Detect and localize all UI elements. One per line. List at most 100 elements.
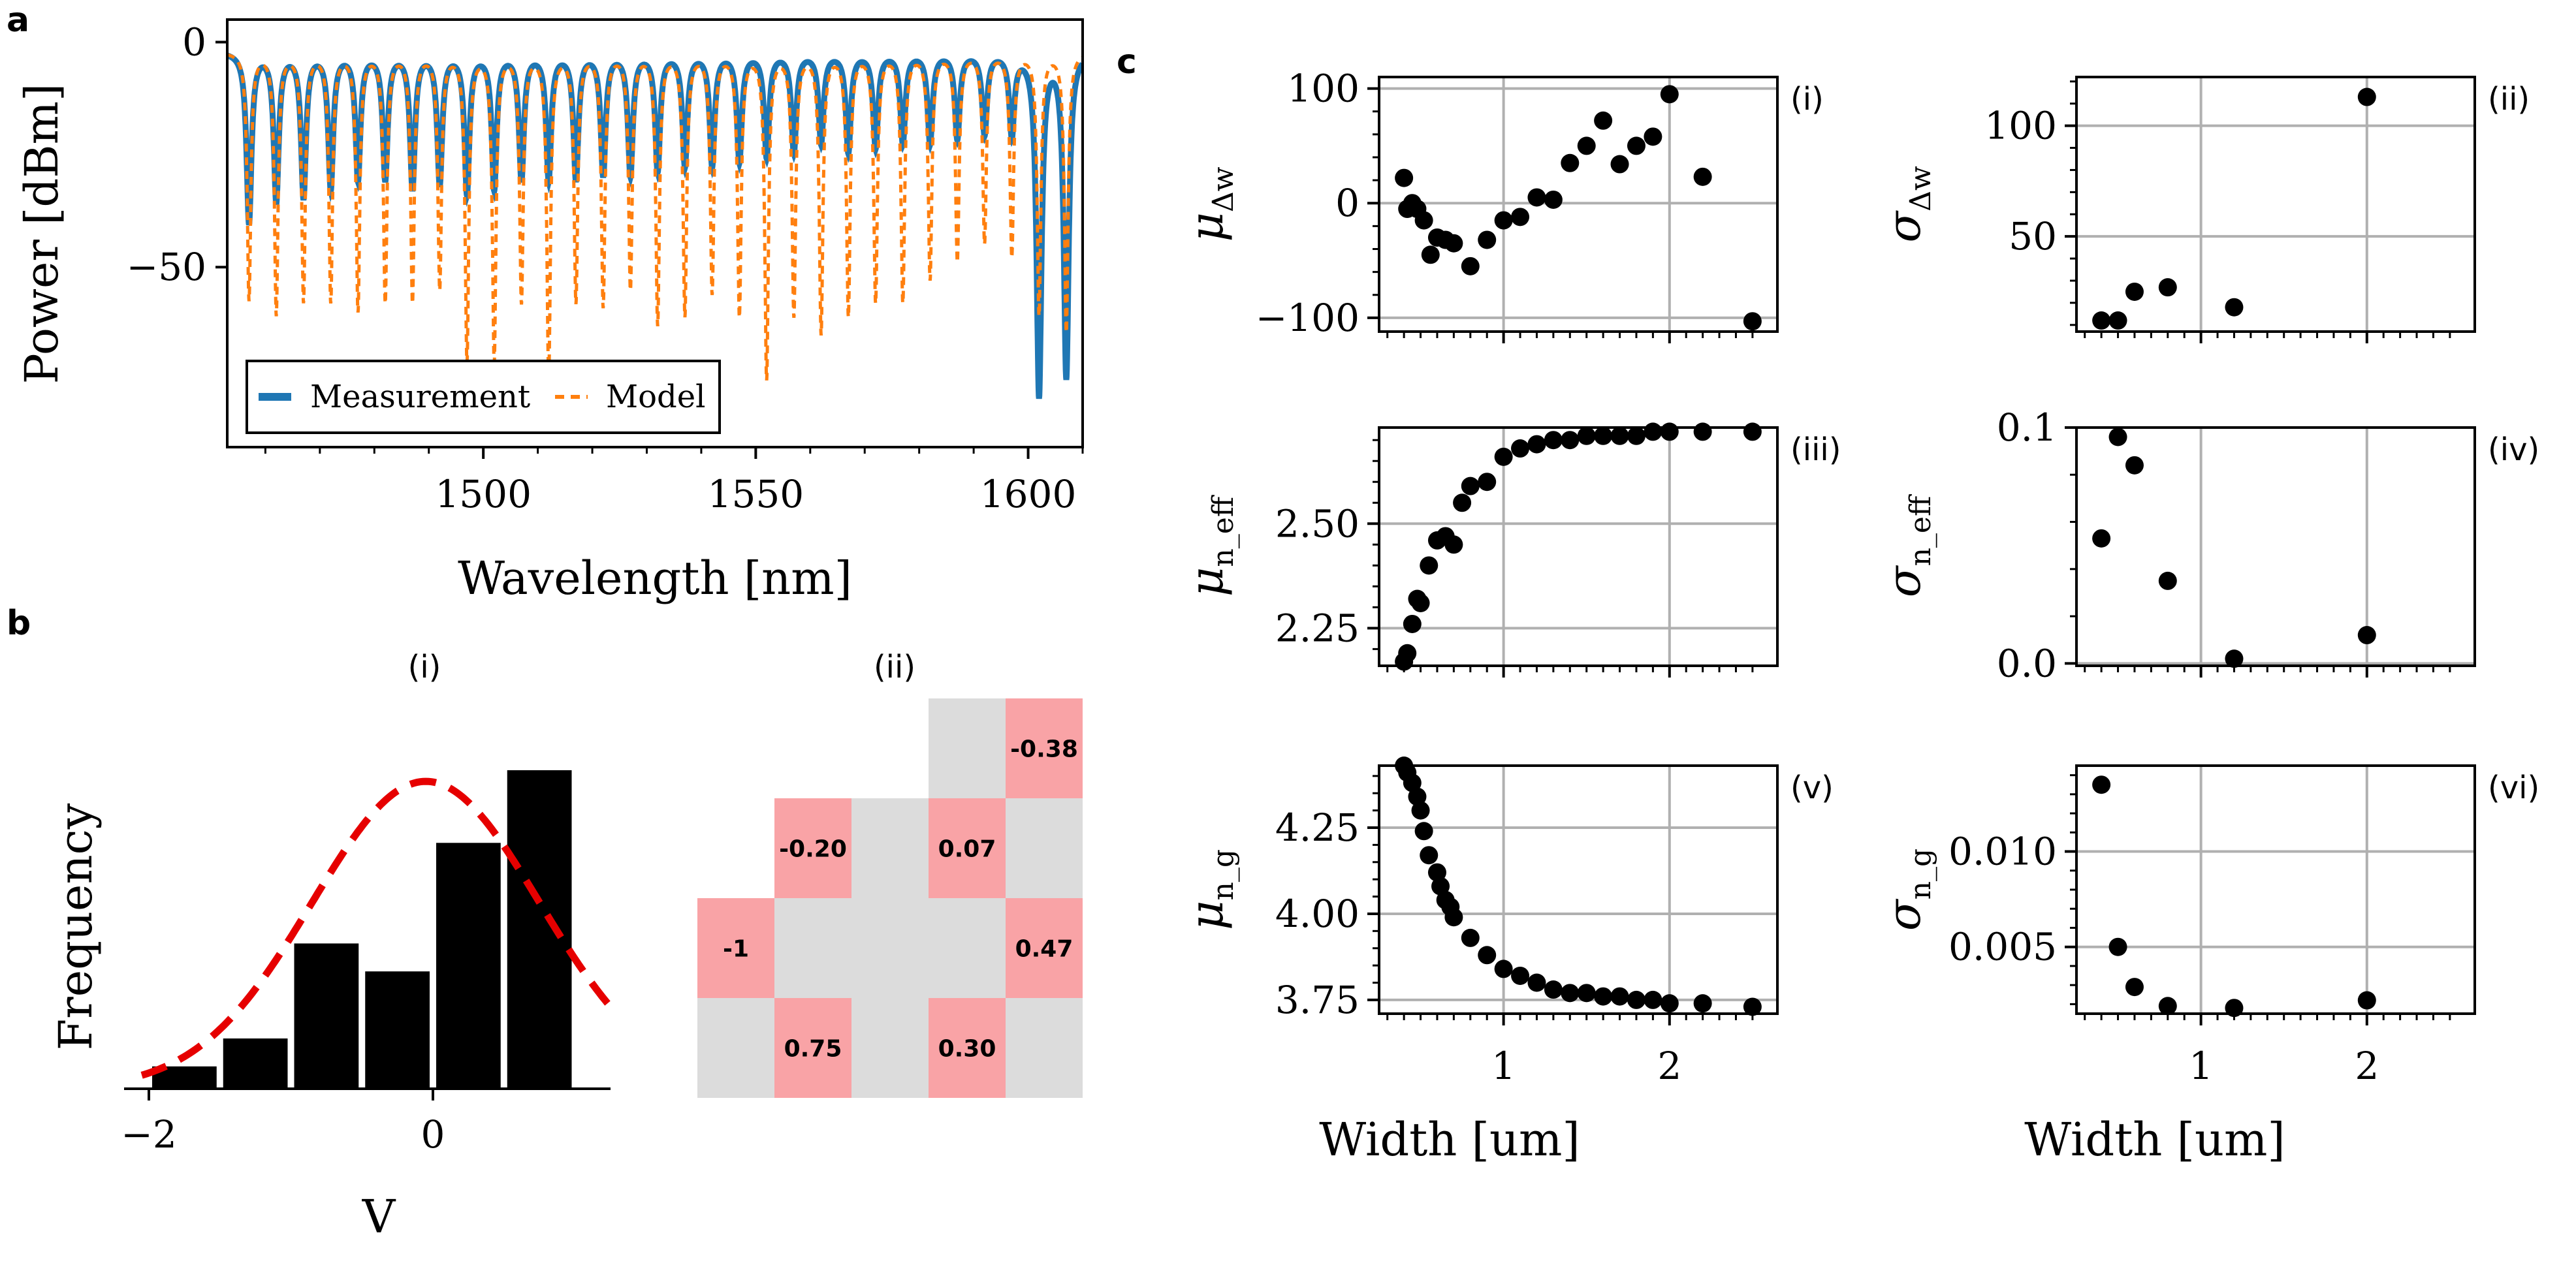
scatter-point	[1414, 211, 1433, 230]
ytick-label: 4.00	[1275, 892, 1360, 936]
scatter-point	[1544, 980, 1563, 999]
scatter-point	[2092, 775, 2111, 794]
panel-a-yticks: 0−50	[127, 20, 227, 289]
scatter-point	[1511, 966, 1530, 985]
ylabel-symbol: μ	[1180, 901, 1233, 931]
subplot-ylabel: μn_g	[1180, 849, 1240, 930]
scatter-point	[1627, 426, 1646, 445]
ylabel-symbol: σ	[1877, 898, 1931, 931]
ylabel-subscript: Δw	[1207, 166, 1240, 212]
ytick-label: 50	[2009, 214, 2057, 258]
subplot-ylabel: σn_eff	[1877, 494, 1937, 597]
scatter-point	[1693, 422, 1712, 441]
scatter-point	[2225, 999, 2244, 1018]
scatter-point	[1743, 312, 1762, 331]
scatter-points	[2092, 775, 2376, 1018]
scatter-point	[1414, 822, 1433, 841]
subplot-ylabel: μn_eff	[1180, 495, 1240, 597]
scatter-point	[1478, 946, 1497, 965]
scatter-point	[1461, 257, 1480, 275]
ytick-label: −100	[1256, 296, 1360, 340]
scatter-point	[2125, 282, 2144, 301]
scatter-point	[1561, 984, 1580, 1003]
scatter-point	[1594, 111, 1613, 130]
subplot-tag: (iii)	[1790, 431, 1841, 468]
scatter-point	[1408, 787, 1427, 806]
scatter-point	[1527, 973, 1546, 992]
matrix-cell	[1006, 698, 1083, 798]
scatter-point	[1444, 535, 1463, 554]
legend-measurement-label: Measurement	[310, 379, 530, 415]
matrix-cell	[1006, 798, 1083, 898]
matrix-cell	[1006, 998, 1083, 1098]
histogram-bar	[223, 1038, 288, 1089]
ytick-label: 0.005	[1948, 925, 2057, 969]
panel-a-xtick-label: 1500	[435, 472, 532, 516]
panel-b-ii-tag: (ii)	[874, 649, 915, 685]
panel-b-i-xtick-label: 0	[421, 1112, 445, 1157]
panel-a-series-group	[227, 52, 1083, 399]
matrix-cell-label: -0.38	[1010, 736, 1078, 763]
panel-c-xlabel-left: Width [um]	[1319, 1113, 1580, 1166]
scatter-point	[1610, 987, 1629, 1006]
scatter-point	[1403, 614, 1422, 633]
matrix-cell-label: -0.20	[779, 836, 847, 863]
scatter-point	[1693, 167, 1712, 186]
panel-b-i-ylabel: Frequency	[49, 803, 103, 1050]
panel-a-ytick-label: 0	[182, 20, 206, 64]
legend-model-label: Model	[606, 379, 706, 415]
panel-a-frame	[226, 18, 1084, 448]
ytick-label: 100	[1287, 67, 1360, 111]
matrix-cell	[697, 998, 774, 1098]
matrix-cell-label: -1	[723, 936, 749, 963]
panel-c-xtick-label: 1	[2189, 1044, 2213, 1088]
subplot-frame	[1378, 426, 1779, 667]
scatter-point	[1644, 990, 1662, 1009]
matrix-cell-label: 0.47	[1015, 936, 1073, 963]
scatter-point	[1511, 439, 1530, 458]
scatter-point	[2158, 997, 2177, 1016]
scatter-points	[2092, 87, 2376, 330]
histogram-bar	[436, 843, 501, 1089]
matrix-cell	[774, 898, 851, 998]
scatter-point	[1411, 801, 1430, 820]
matrix-cell	[774, 998, 851, 1098]
panel-c-xtick-label: 2	[1657, 1044, 1681, 1088]
matrix-cell	[929, 798, 1006, 898]
panel-letter-b: b	[7, 604, 31, 643]
scatter-point	[1660, 85, 1679, 104]
scatter-point	[1444, 234, 1463, 253]
matrix-cell	[851, 898, 929, 998]
scatter-point	[1644, 127, 1662, 146]
scatter-point	[1421, 245, 1440, 264]
panel-c-iv-subplot: 0.10.0(iv)σn_eff	[1877, 405, 2539, 685]
subplot-frame	[2075, 76, 2476, 333]
scatter-point	[1453, 493, 1472, 512]
scatter-point	[1461, 476, 1480, 495]
panel-c-xtick-label: 2	[2355, 1044, 2379, 1088]
ytick-label: 3.75	[1275, 978, 1360, 1022]
scatter-point	[2092, 311, 2111, 330]
subplot-ylabel: σn_g	[1877, 849, 1937, 931]
subplot-ylabel: μΔw	[1180, 166, 1240, 242]
panel-b-i-xtick-label: −2	[121, 1112, 177, 1157]
ytick-label: 4.25	[1275, 805, 1360, 850]
ylabel-subscript: n_g	[1207, 849, 1240, 901]
scatter-point	[1478, 473, 1497, 492]
panel-letter-a: a	[7, 1, 29, 40]
scatter-point	[2158, 571, 2177, 590]
ylabel-subscript: n_g	[1904, 849, 1937, 900]
scatter-point	[2108, 937, 2127, 956]
scatter-point	[1660, 422, 1679, 441]
scatter-point	[1627, 136, 1646, 155]
ylabel-symbol: μ	[1180, 567, 1233, 597]
matrix-cell	[1006, 898, 1083, 998]
matrix-cell	[929, 698, 1006, 798]
subplot-tag: (vi)	[2488, 770, 2539, 806]
scatter-point	[1561, 431, 1580, 450]
ylabel-subscript: Δw	[1904, 166, 1937, 211]
panel-c-scatter-grid: 1000−100(i)μΔw10050(ii)σΔw2.502.25(iii)μ…	[1180, 67, 2539, 1088]
